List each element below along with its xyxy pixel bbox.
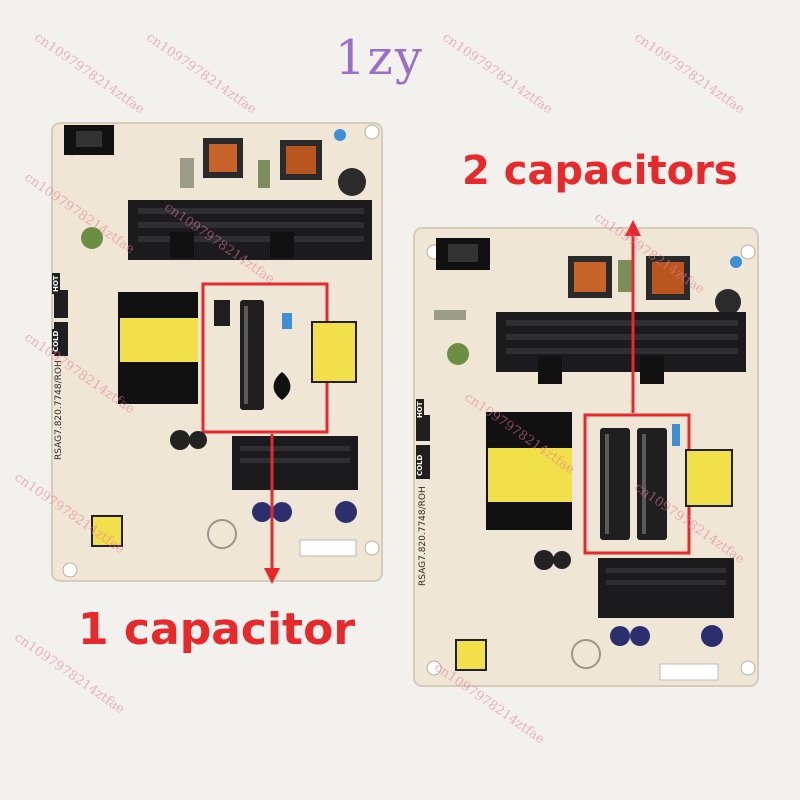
left-caption: 1 capacitor: [78, 604, 356, 655]
right-caption: 2 capacitors: [462, 148, 738, 194]
brand-watermark: 1zy: [335, 30, 424, 86]
right-arrowhead: [625, 220, 641, 236]
left-arrowhead: [264, 568, 280, 584]
